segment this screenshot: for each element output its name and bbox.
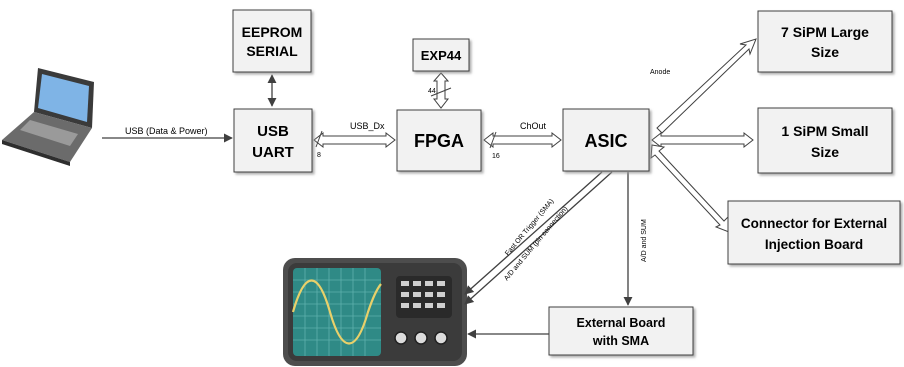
sipm-large-bus	[656, 38, 757, 134]
usb-dx-width: 8	[317, 152, 321, 159]
usb-uart-label-line2: UART	[252, 144, 294, 161]
sipm-large-block: 7 SiPM Large Size	[757, 10, 893, 73]
fpga-label: FPGA	[414, 131, 464, 151]
eeprom-label-line2: SERIAL	[246, 43, 298, 59]
usb-dx-label: USB_Dx	[350, 121, 385, 131]
connector-label-line1: Connector for External	[741, 216, 887, 231]
fast-or-link: Fast OR Trigger (SMA)	[464, 171, 603, 295]
asic-label: ASIC	[584, 131, 627, 151]
usb-data-power-label: USB (Data & Power)	[125, 126, 208, 136]
ad-sum-label: A/D and SUM	[641, 219, 648, 262]
ad-sum-link: A/D and SUM	[623, 172, 648, 306]
external-board-block: External Board with SMA	[548, 306, 694, 356]
external-board-label-line1: External Board	[577, 316, 666, 330]
fpga-block: FPGA	[396, 109, 482, 172]
sipm-large-label-line2: Size	[811, 44, 839, 60]
sipm-small-label-line1: 1 SiPM Small	[781, 123, 868, 139]
chout-bus	[483, 131, 562, 149]
usb-uart-block: USB UART	[233, 108, 313, 173]
laptop-icon	[2, 68, 94, 166]
sipm-small-label-line2: Size	[811, 144, 839, 160]
usb-uart-label-line1: USB	[257, 123, 289, 140]
sipm-small-bus	[651, 131, 754, 149]
asic-block: ASIC	[562, 108, 650, 172]
exp-bus	[430, 72, 452, 109]
external-board-label-line2: with SMA	[592, 334, 649, 348]
eeprom-label-line1: EEPROM	[242, 24, 303, 40]
eeprom-block: EEPROM SERIAL	[232, 9, 312, 73]
anode-label: Anode	[650, 69, 670, 76]
ad-sum-pin-link: A/D and SUM (pin connection)	[464, 171, 613, 305]
connector-label-line2: Injection Board	[765, 237, 863, 252]
oscilloscope-icon	[283, 258, 467, 366]
exp44-label: EXP44	[421, 48, 462, 63]
usb-data-power-link: USB (Data & Power)	[102, 126, 233, 143]
sipm-small-block: 1 SiPM Small Size	[757, 107, 893, 174]
connector-block: Connector for External Injection Board	[727, 200, 901, 265]
usb-dx-bus	[313, 130, 396, 149]
exp-width: 44	[428, 88, 436, 95]
connector-bus	[650, 144, 730, 233]
exp44-block: EXP44	[412, 38, 470, 72]
chout-width: 16	[492, 153, 500, 160]
sipm-large-label-line1: 7 SiPM Large	[781, 24, 869, 40]
chout-label: ChOut	[520, 121, 547, 131]
